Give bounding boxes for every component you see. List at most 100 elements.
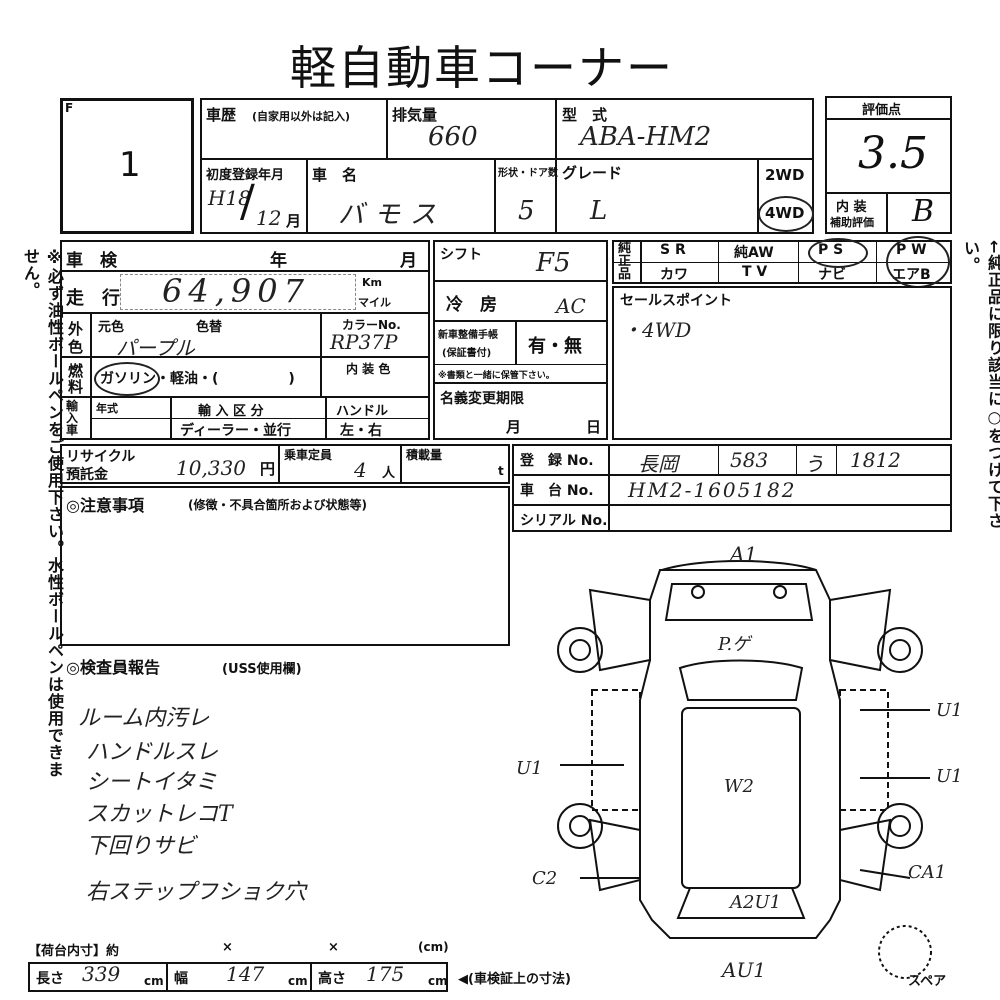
inspection-month: 月 (400, 251, 417, 271)
inspector-line-4: スカットレコT (86, 802, 233, 827)
shift-value: F5 (536, 248, 571, 278)
model-value: ABA-HM2 (580, 122, 712, 152)
first-reg-year: H18 (208, 186, 251, 210)
equip-navi: ナビ (818, 267, 846, 283)
lot-corner-mark: F (65, 101, 74, 115)
interior-label: 内 装 (836, 200, 867, 215)
cargo-height-unit: cm (428, 974, 448, 988)
inspector-line-5: 下回りサビ (86, 834, 197, 859)
cargo-x1: × (222, 940, 233, 955)
notes-sub: (修徴・不具合箇所および状態等) (188, 498, 367, 512)
mileage-digit-boxes (120, 274, 356, 310)
cargo-length-label: 長さ (36, 971, 64, 987)
recycle-value: 10,330 (176, 456, 246, 480)
displacement-value: 660 (428, 122, 478, 152)
inspector-line-6: 右ステップフショク穴 (86, 880, 307, 905)
cargo-width-label: 幅 (174, 971, 188, 987)
car-diagram (557, 560, 932, 979)
sales-point-box (612, 286, 952, 440)
diagram-mark-u1-right-bottom: U1 (936, 766, 963, 787)
equip-side-label: 純正品 (618, 241, 632, 282)
lot-number: 1 (119, 145, 141, 185)
manual-label-2: (保証書付) (442, 348, 492, 359)
cargo-height-label: 高さ (318, 971, 346, 987)
registration-v3: う (804, 452, 824, 476)
diagram-mark-u1-right-top: U1 (936, 700, 963, 721)
color-no-value: RP37P (330, 330, 398, 354)
mileage-unit-mile: マイル (358, 296, 391, 309)
spare-label: スペア (908, 974, 947, 989)
recycle-label-1: リサイクル (66, 449, 136, 465)
first-reg-slash: / (240, 176, 255, 227)
grade-label: グレード (562, 164, 623, 182)
car-name-value: バモス (338, 200, 447, 230)
score-box (825, 96, 952, 234)
serial-label: シリアル No. (520, 513, 608, 529)
cargo-table (28, 962, 448, 992)
score-label: 評価点 (862, 103, 902, 118)
inspection-label: 車 検 (66, 251, 117, 271)
mileage-value: 64,907 (162, 272, 310, 310)
inspection-year: 年 (270, 251, 287, 271)
recycle-unit: 円 (260, 460, 276, 478)
ac-label: 冷 房 (446, 295, 497, 315)
mileage-unit-km: Km (362, 276, 382, 289)
cargo-arrow-note: ◀(車検証上の寸法) (458, 972, 571, 987)
name-change-day: 日 (586, 418, 602, 436)
page-title: 軽自動車コーナー (290, 41, 674, 95)
interior-color-label: 内 装 色 (346, 362, 391, 376)
cargo-length: 339 (82, 962, 121, 986)
diagram-mark-a2u1: A2U1 (730, 892, 782, 913)
registration-label: 登 録 No. (520, 453, 594, 469)
name-change-month: 月 (506, 418, 522, 436)
sales-point-label: セールスポイント (620, 293, 732, 309)
import-division-value: ディーラー・並行 (180, 423, 292, 439)
capacity-unit: 人 (382, 466, 396, 481)
chassis-label: 車 台 No. (520, 483, 594, 499)
diagram-mark-w2: W2 (724, 776, 754, 797)
orig-color-label: 元色 (98, 320, 125, 335)
registration-table (512, 444, 952, 532)
mileage-label: 走 行 (66, 288, 120, 309)
top-info-table (200, 98, 814, 234)
diagram-mark-c2: C2 (532, 868, 558, 889)
grade-value: L (590, 196, 608, 226)
cargo-width-unit: cm (288, 974, 308, 988)
load-unit: t (498, 464, 504, 478)
diagram-mark-a1: A1 (730, 542, 758, 566)
chassis-value: HM2-1605182 (628, 478, 797, 502)
cargo-height: 175 (366, 962, 405, 986)
load-label: 積載量 (406, 448, 443, 462)
import-label: 輸入車 (66, 399, 79, 437)
sales-point-value: ・4WD (622, 318, 692, 342)
import-year-label: 年式 (96, 402, 118, 415)
diagram-mark-pge: P.ゲ (718, 634, 751, 655)
manual-value: 有・無 (528, 336, 582, 357)
inspector-line-3: シートイタミ (86, 770, 218, 795)
doors-value: 5 (518, 196, 535, 226)
notes-label: ◎注意事項 (66, 496, 144, 515)
history-note: (自家用以外は記入) (252, 110, 351, 123)
equip-pw-circle (886, 236, 950, 288)
registration-v1: 長岡 (638, 452, 678, 476)
fuel-label-1: 燃 (68, 362, 84, 380)
fuel-label-2: 料 (68, 378, 84, 396)
equip-aw: 純AW (734, 245, 774, 261)
drive-2wd: 2WD (765, 166, 805, 184)
notes-box (60, 486, 510, 646)
cargo-label: 【荷台内寸】約 (28, 944, 120, 959)
shift-label: シフト (440, 247, 482, 263)
drive-4wd-circle (758, 196, 814, 232)
inspector-sub: (USS使用欄) (222, 662, 302, 677)
outer-color-label-2: 色 (68, 338, 84, 356)
equip-sr: S R (660, 242, 686, 258)
ac-value: AC (556, 294, 586, 318)
interior-sub: 補助評価 (830, 216, 874, 229)
left-note: ※必ず油性ボールペンをご使用下さい。水性ボールペンは使用できません。 (21, 248, 64, 778)
diagram-mark-u1-left: U1 (516, 758, 543, 779)
score-value: 3.5 (858, 128, 928, 179)
vehicle-detail-table (60, 240, 430, 440)
first-reg-label: 初度登録年月 (206, 168, 285, 183)
first-reg-month: 12 (256, 206, 282, 230)
first-reg-month-unit: 月 (286, 212, 302, 230)
